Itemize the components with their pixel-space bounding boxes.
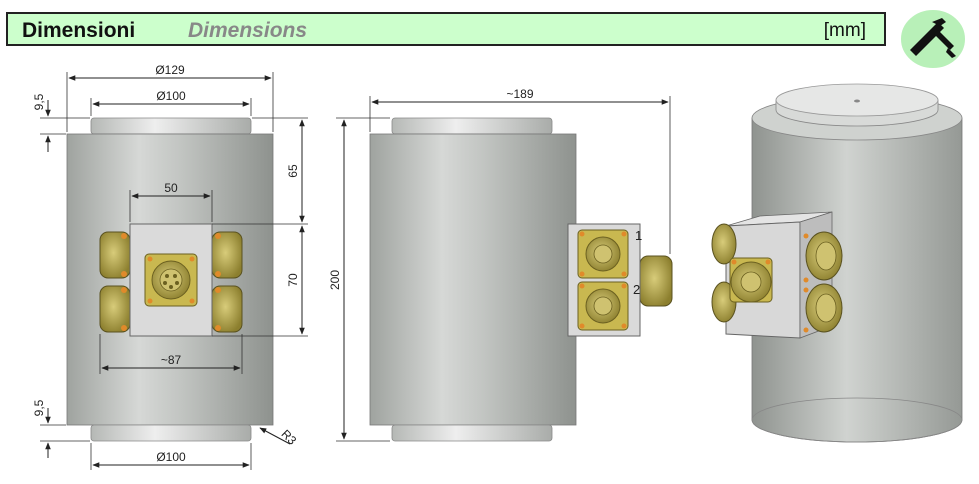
front-view: Ø129 Ø100 Ø100 50 ~87 65 70 9,5 9,5 R3 — [32, 63, 308, 470]
header-bar: Dimensioni Dimensions [mm] — [6, 12, 886, 46]
dim-top-diameter: Ø100 — [156, 89, 186, 103]
dim-bottom-step: 9,5 — [32, 399, 46, 416]
label-connector-2: 2 — [633, 282, 640, 297]
side-view: ~189 200 1 2 — [328, 87, 673, 442]
side-bottom-flange — [391, 424, 553, 442]
dim-height: 200 — [328, 270, 342, 290]
side-cylinder-body — [369, 133, 577, 426]
label-connector-1: 1 — [635, 228, 642, 243]
isometric-view — [711, 83, 963, 443]
dim-middle-height: 70 — [286, 273, 300, 287]
iso-front-connector — [729, 257, 773, 303]
title-english: Dimensions — [188, 19, 308, 42]
front-right-connectors — [211, 231, 243, 333]
caliper-icon — [899, 8, 967, 70]
dim-top-step: 9,5 — [32, 93, 46, 110]
iso-side-connectors — [803, 231, 843, 333]
front-bottom-flange — [90, 424, 252, 442]
iso-bottom-rim — [751, 397, 963, 443]
dim-length: ~189 — [506, 87, 533, 101]
dim-radius: R3 — [278, 427, 299, 448]
side-rear-connector — [639, 255, 673, 307]
side-top-flange — [391, 117, 553, 135]
dim-upper-height: 65 — [286, 164, 300, 178]
title-italian: Dimensioni — [22, 19, 136, 42]
unit-label: [mm] — [823, 20, 866, 41]
dim-plate-width: 50 — [164, 181, 178, 195]
front-top-flange — [90, 117, 252, 135]
dim-outer-diameter: Ø129 — [155, 63, 185, 77]
side-connector-2 — [577, 281, 629, 331]
side-connector-1 — [577, 229, 629, 279]
front-plate-connector — [144, 253, 198, 307]
dim-bottom-diameter: Ø100 — [156, 450, 186, 464]
dim-connector-span: ~87 — [161, 353, 182, 367]
